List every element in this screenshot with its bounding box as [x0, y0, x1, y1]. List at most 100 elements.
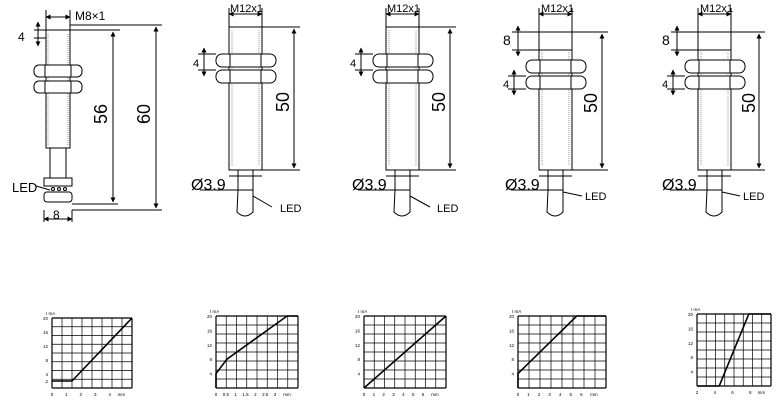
sensor-3-nut-lower [372, 69, 434, 84]
chart-5-xtick: 8 [749, 390, 752, 395]
sensor-1-nut-lower [33, 80, 83, 94]
chart-3-ytick: 16 [355, 328, 361, 333]
sensor-4-cable [546, 189, 564, 217]
chart-1-ytick: 4 [45, 372, 48, 377]
sensor-1-connector [43, 191, 73, 203]
sensor-4-dim-4: 4 [503, 79, 509, 91]
sensor-5-dim-50: 50 [739, 93, 759, 113]
chart-2-ytick: 12 [207, 343, 213, 348]
chart-2-xlabel: mm [283, 392, 291, 397]
chart-1-xtick: 1 [65, 392, 68, 397]
chart-2-ytick: 4 [209, 372, 212, 377]
sensor-5-nut-upper [684, 59, 746, 74]
chart-4-ytick: 4 [511, 372, 514, 377]
sensor-2-dim-50: 50 [273, 92, 293, 112]
chart-1-xtick: 0 [51, 392, 54, 397]
chart-3-xtick: 3 [392, 392, 395, 397]
sensor-4-nut-lower [525, 75, 587, 90]
chart-2-xtick: 0 [215, 392, 218, 397]
chart-1-ylabel: I mA [46, 311, 55, 316]
sensor-2-thread-label: M12x1 [230, 3, 263, 15]
sensor-2-nut-upper [215, 53, 277, 68]
chart-1-xtick: 4 [108, 392, 111, 397]
sensor-3-thread-label: M12x1 [387, 3, 420, 15]
chart-4-xtick: 2 [538, 392, 541, 397]
chart-4-xtick: 5 [570, 392, 573, 397]
sensor-1-drawing [33, 10, 162, 222]
sensor-5-dim-8: 8 [662, 32, 670, 48]
sensor-2-cable-label: Ø3.9 [191, 177, 226, 194]
chart-3-ytick: 20 [355, 314, 361, 319]
sensor-3-cable [393, 189, 411, 217]
chart-2-xtick: 3 [274, 392, 277, 397]
sensor-1-dim-60: 60 [134, 104, 154, 124]
sensor-4-thread-label: M12x1 [541, 3, 574, 15]
chart-4-xlabel: mm [590, 392, 598, 397]
chart-5-curve [697, 313, 771, 387]
chart-3-ytick: 4 [357, 372, 360, 377]
chart-3-xtick: 1 [373, 392, 376, 397]
chart-2-curve [215, 315, 298, 388]
chart-2-xtick: 1 [234, 392, 237, 397]
sensor-2-nut-lower [215, 69, 277, 84]
sensor-4-body [538, 31, 573, 171]
chart-4-ytick: 8 [511, 357, 514, 362]
chart-5-ytick: 8 [690, 355, 693, 360]
sensor-2-drawing [198, 8, 300, 217]
sensor-2-led-label: LED [280, 203, 301, 215]
sensor-3-dim-4: 4 [350, 58, 356, 70]
sensor-3-cable-label: Ø3.9 [352, 177, 387, 194]
chart-4-ytick: 16 [509, 328, 515, 333]
chart-2-ytick: 16 [207, 328, 213, 333]
chart-1-ytick: 2 [45, 379, 48, 384]
chart-3-xtick: 5 [412, 392, 415, 397]
chart-3-xtick: 2 [382, 392, 385, 397]
sensor-1-dim-56: 56 [91, 104, 111, 124]
sensor-3-body [385, 26, 420, 171]
sensor-3-led-label: LED [437, 203, 458, 215]
sensor-4-drawing [508, 8, 608, 217]
sensor-1-dim-4: 4 [18, 30, 25, 44]
chart-1-xtick: 2 [80, 392, 83, 397]
chart-4-xtick: 1 [527, 392, 530, 397]
chart-4-ytick: 12 [509, 343, 515, 348]
sensor-5-cable-label: Ø3.9 [662, 177, 697, 194]
chart-1-xlabel: mm [118, 392, 126, 397]
chart-1-ytick: 16 [43, 330, 49, 335]
sensor-1-thread-label: M8×1 [75, 9, 106, 23]
sensor-4-dim-50: 50 [581, 93, 601, 113]
sensor-2-body [228, 26, 263, 171]
chart-4-xtick: 4 [559, 392, 562, 397]
chart-1-xtick: 3 [94, 392, 97, 397]
chart-2-xtick: 0.5 [223, 392, 230, 397]
chart-3-xtick: 0 [363, 392, 366, 397]
sensor-3-drawing [355, 8, 456, 217]
sensor-1-led-label: LED [12, 180, 37, 195]
chart-3-xtick: 6 [422, 392, 425, 397]
chart-3-ytick: 8 [357, 357, 360, 362]
chart-5-ylabel: I mA [691, 307, 700, 312]
sensor-5-body [697, 31, 732, 171]
sensor-4-nut-upper [525, 59, 587, 74]
sensor-4-led-label: LED [585, 191, 606, 203]
chart-3-ylabel: I mA [358, 309, 367, 314]
sensor-5-dim-4: 4 [662, 79, 668, 91]
sensor-4-cable-label: Ø3.9 [505, 177, 540, 194]
chart-2-xtick: 2.5 [262, 392, 269, 397]
chart-1-ytick: 20 [43, 316, 49, 321]
sensor-5-cable [705, 189, 723, 217]
chart-3-curve [363, 315, 447, 389]
sensor-5-nut-lower [684, 75, 746, 90]
chart-5-ytick: 12 [688, 341, 694, 346]
sensor-3-dim-50: 50 [429, 92, 449, 112]
sensor-5-drawing [667, 8, 765, 217]
chart-2-ylabel: I mA [210, 309, 219, 314]
chart-4-xtick: 6 [580, 392, 583, 397]
